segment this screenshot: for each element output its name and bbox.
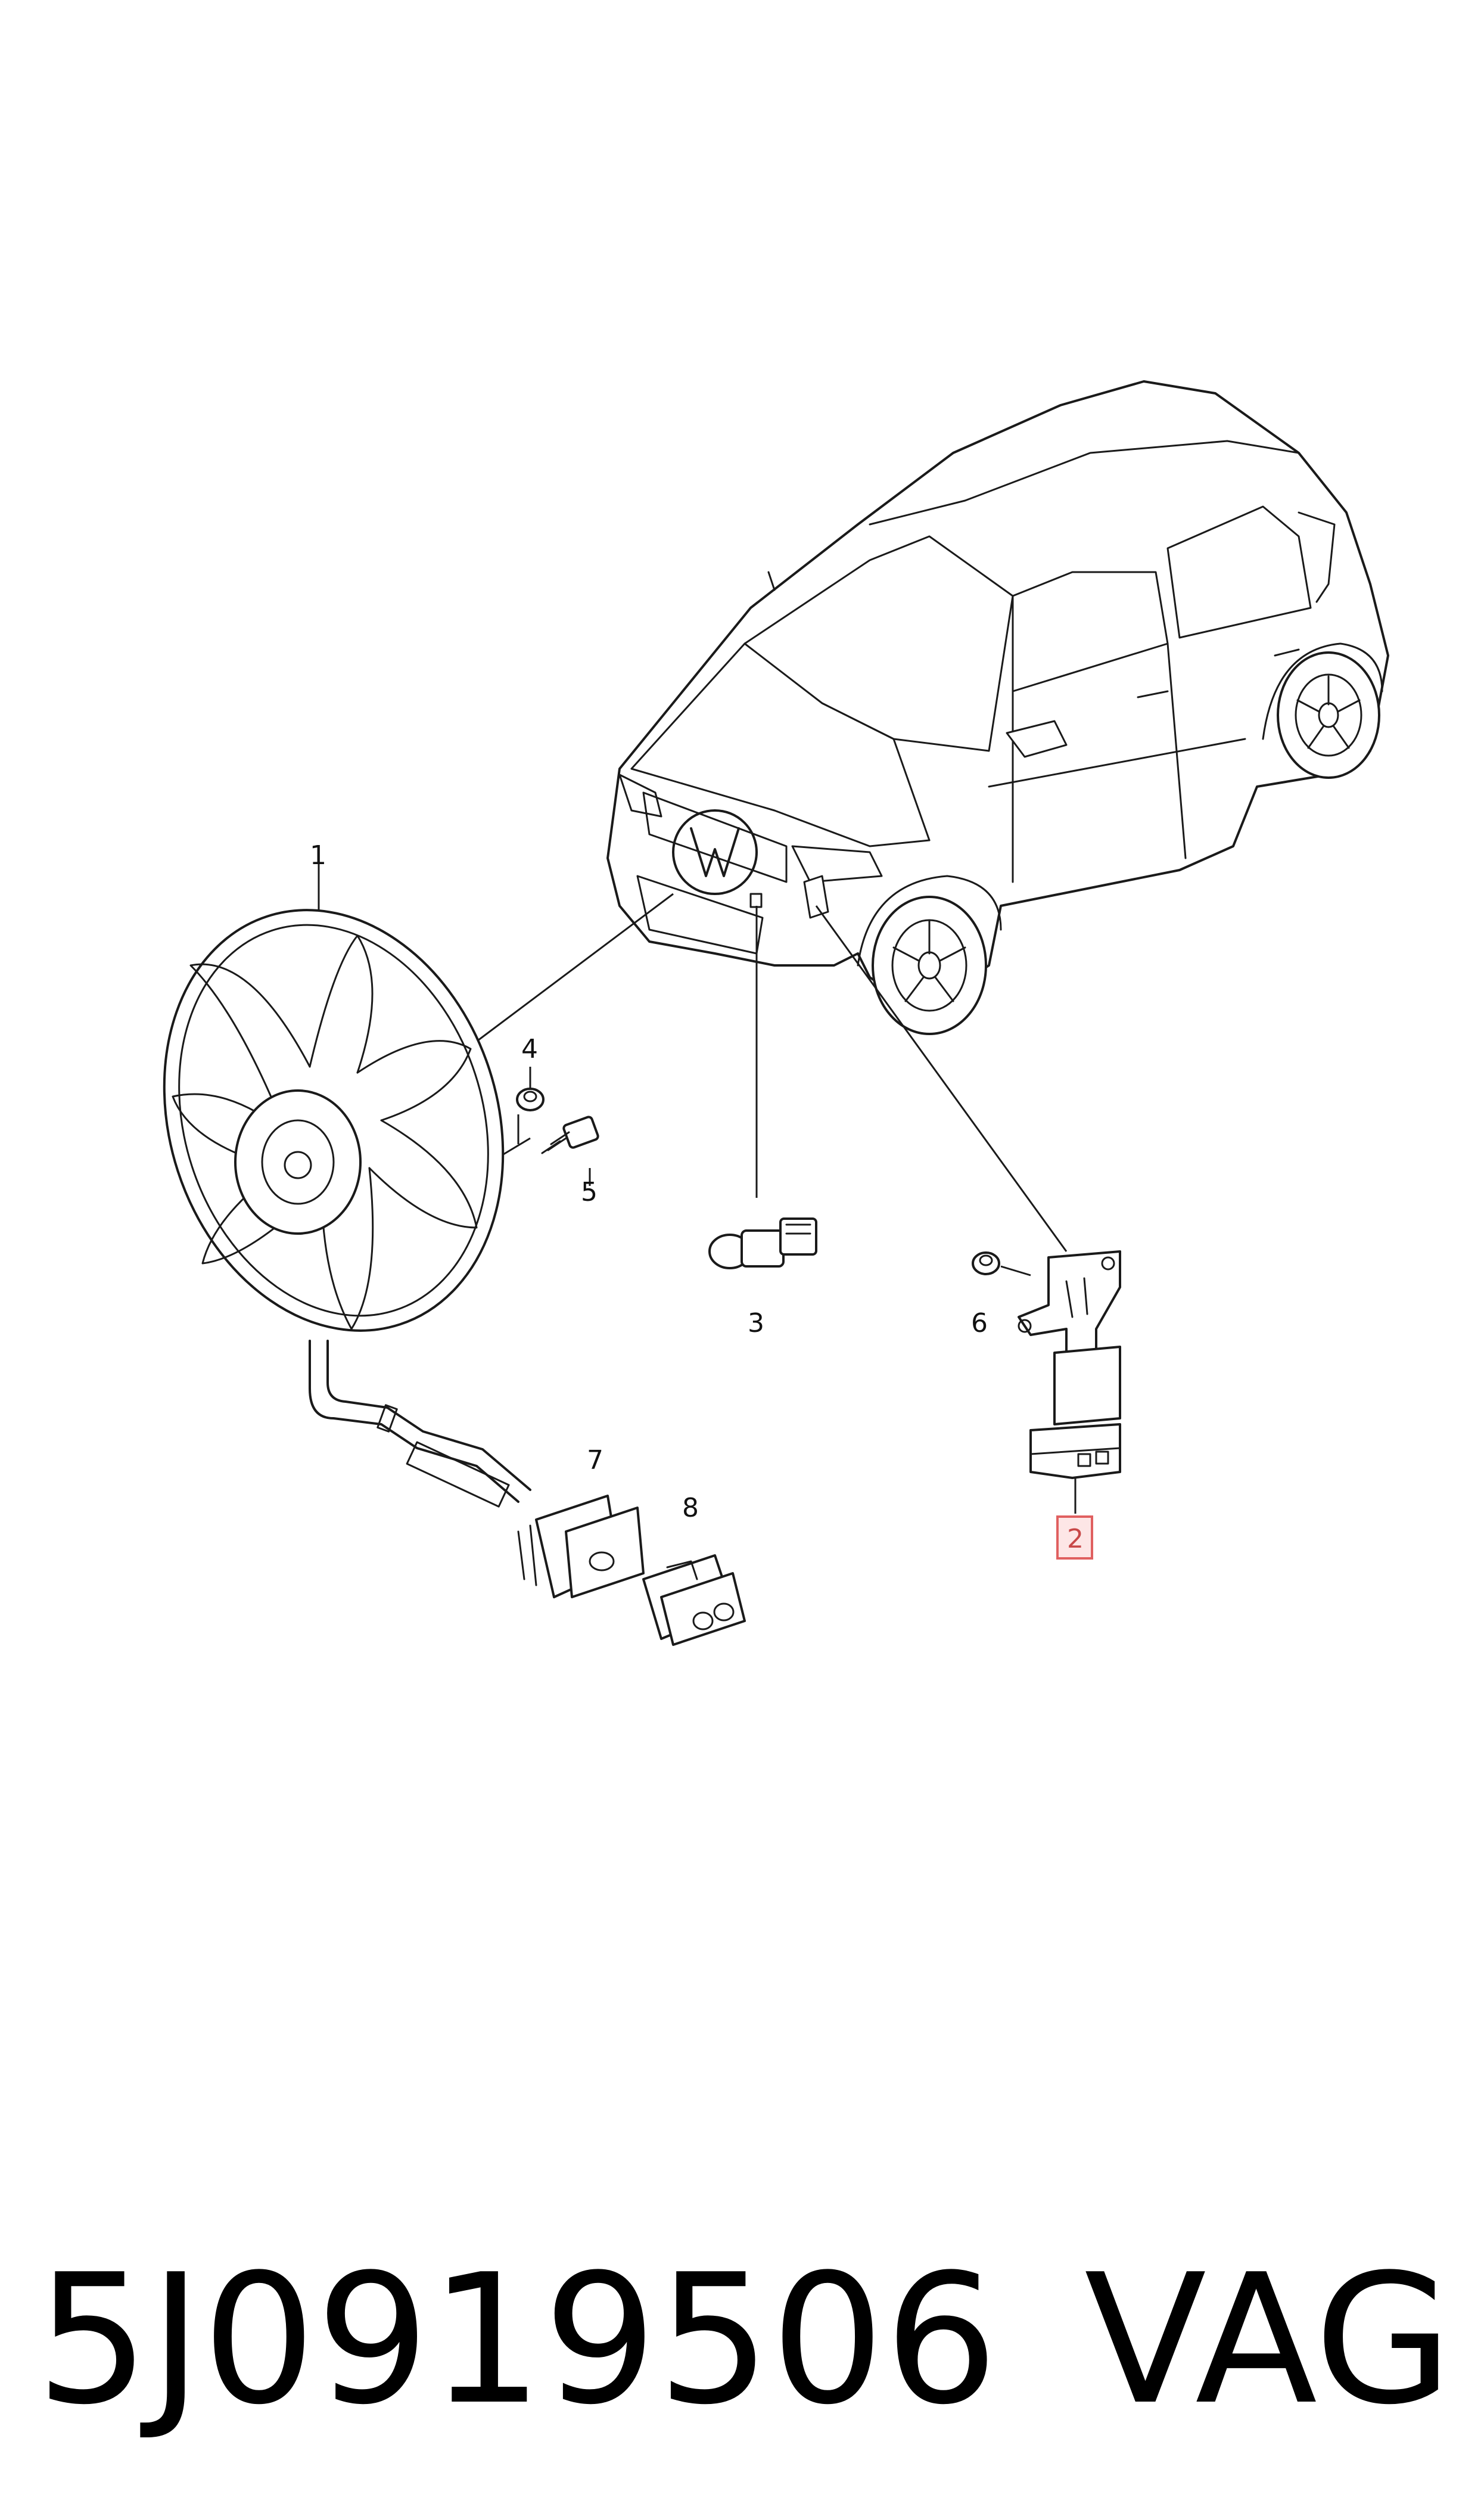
part-label-2[interactable]: 2	[1067, 1524, 1084, 1554]
part-number: 5J0919506	[36, 2236, 998, 2444]
control-module-part-2	[1018, 1250, 1121, 1479]
part-label-7[interactable]: 7	[587, 1445, 603, 1476]
part-label-8[interactable]: 8	[682, 1493, 699, 1523]
bolt-part-5	[541, 1116, 599, 1154]
brand-name: VAG	[1084, 2236, 1452, 2444]
part-labels: 1 4 5 3 6 7 8 2	[310, 840, 1093, 1560]
part-label-6[interactable]: 6	[971, 1308, 988, 1338]
car-illustration	[606, 380, 1389, 1035]
part-label-1[interactable]: 1	[310, 840, 326, 871]
nut-part-4	[516, 1088, 545, 1111]
leader-lines	[318, 864, 1077, 1514]
connector-housing-part-8	[642, 1554, 746, 1646]
nut-part-6	[972, 1251, 1031, 1276]
part-label-3[interactable]: 3	[748, 1308, 764, 1338]
part-label-4[interactable]: 4	[521, 1034, 538, 1064]
part-label-5[interactable]: 5	[581, 1177, 598, 1207]
footer: 5J0919506 VAG	[36, 2236, 1452, 2444]
radiator-fan	[163, 909, 531, 1508]
sensor-part-3	[708, 1217, 817, 1269]
connector-part-7	[517, 1495, 645, 1598]
part-label-2-highlight	[1056, 1515, 1093, 1560]
